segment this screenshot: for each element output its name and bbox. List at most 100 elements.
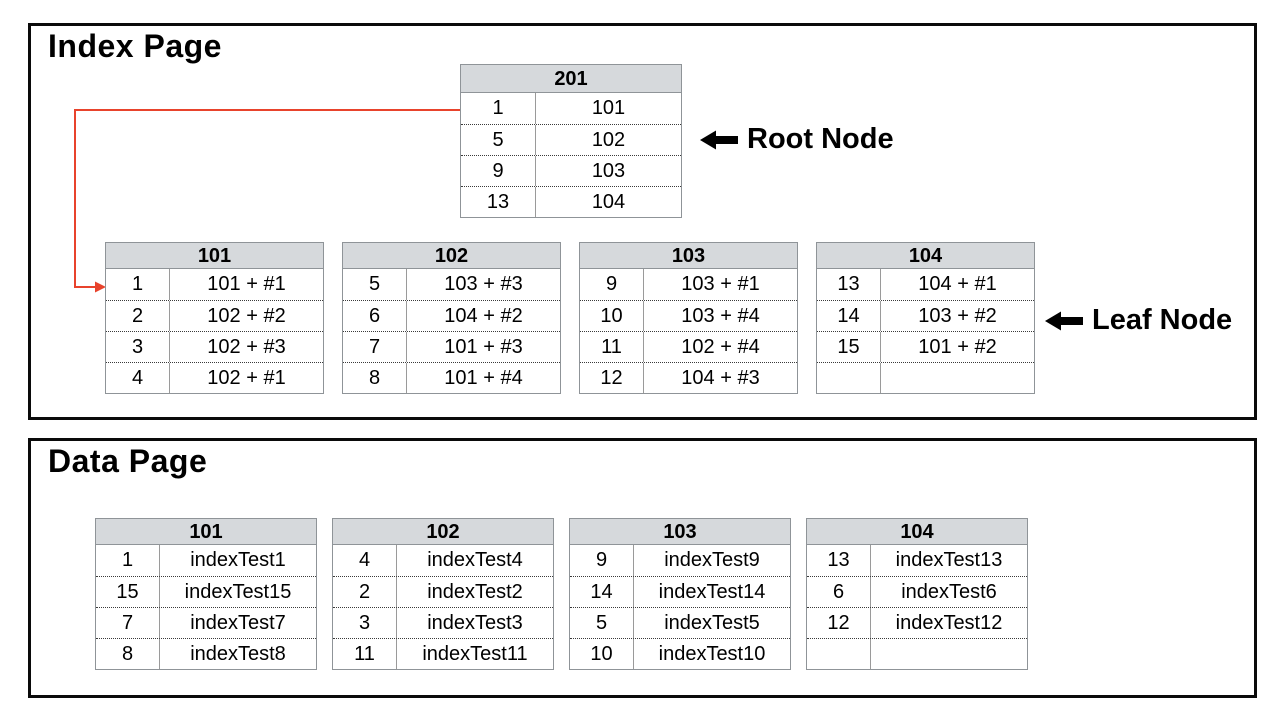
key-cell: 12: [807, 608, 871, 638]
key-cell: 5: [570, 608, 634, 638]
left-arrow-icon: [700, 130, 738, 149]
table-row: 8 101 + #4: [343, 362, 560, 393]
value-cell: indexTest9: [664, 549, 760, 571]
value-cell: 102: [591, 128, 626, 151]
data-page-table-header: 104: [806, 518, 1028, 545]
leaf-node-table-header: 101: [105, 242, 324, 269]
value-cell: 104: [591, 190, 626, 213]
value-cell: 104 + #3: [681, 366, 760, 389]
left-arrow-icon: [1045, 311, 1083, 330]
value-cell: indexTest2: [427, 580, 523, 603]
table-row: 15 indexTest15: [96, 576, 316, 607]
key-cell: 11: [333, 639, 397, 669]
key-cell: 4: [106, 363, 170, 393]
value-cell: 104 + #1: [918, 273, 997, 295]
value-cell: indexTest8: [190, 642, 286, 665]
root-node-callout: Root Node: [700, 123, 894, 156]
key-cell: 9: [461, 156, 536, 186]
key-cell: 14: [817, 301, 881, 331]
table-row: 2 indexTest2: [333, 576, 553, 607]
table-row: [807, 638, 1027, 669]
leaf-node-table-header: 102: [342, 242, 561, 269]
value-cell: indexTest6: [901, 580, 997, 603]
table-row: 5 103 + #3: [343, 269, 560, 300]
leaf-node-callout: Leaf Node: [1045, 304, 1232, 337]
key-cell: 1: [96, 545, 160, 576]
value-cell: 104 + #2: [444, 304, 523, 327]
table-row: 4 102 + #1: [106, 362, 323, 393]
value-cell: 103 + #3: [444, 273, 523, 295]
key-cell: 10: [570, 639, 634, 669]
table-row: [817, 362, 1034, 393]
index-page-title: Index Page: [48, 28, 222, 64]
value-cell: 102 + #1: [207, 366, 286, 389]
key-cell: 5: [343, 269, 407, 300]
table-row: 10 indexTest10: [570, 638, 790, 669]
value-cell: 102 + #2: [207, 304, 286, 327]
key-cell: 3: [106, 332, 170, 362]
value-cell: indexTest14: [658, 580, 766, 603]
key-cell: 15: [96, 577, 160, 607]
key-cell: 11: [580, 332, 644, 362]
key-cell: 3: [333, 608, 397, 638]
value-cell: 101: [591, 97, 626, 119]
value-cell: [871, 639, 1027, 669]
key-cell: 13: [817, 269, 881, 300]
root-node-callout-label: Root Node: [747, 123, 894, 155]
value-cell: indexTest10: [658, 642, 766, 665]
data-page-table-header: 103: [569, 518, 791, 545]
value-cell: [881, 363, 1034, 393]
key-cell: 8: [343, 363, 407, 393]
value-cell: indexTest4: [427, 549, 523, 571]
table-row: 13 104 + #1: [817, 269, 1034, 300]
leaf-node-table-header: 104: [816, 242, 1035, 269]
key-cell: 2: [333, 577, 397, 607]
leaf-node-callout-label: Leaf Node: [1092, 304, 1233, 336]
key-cell: 15: [817, 332, 881, 362]
value-cell: indexTest15: [184, 580, 292, 603]
value-cell: indexTest1: [190, 549, 286, 571]
value-cell: 103 + #2: [918, 304, 997, 327]
value-cell: 103 + #1: [681, 273, 760, 295]
table-row: 15 101 + #2: [817, 331, 1034, 362]
value-cell: 101 + #4: [444, 366, 523, 389]
value-cell: 101 + #3: [444, 335, 523, 358]
key-cell: 14: [570, 577, 634, 607]
value-cell: 101 + #2: [918, 335, 997, 358]
key-cell: 13: [807, 545, 871, 576]
